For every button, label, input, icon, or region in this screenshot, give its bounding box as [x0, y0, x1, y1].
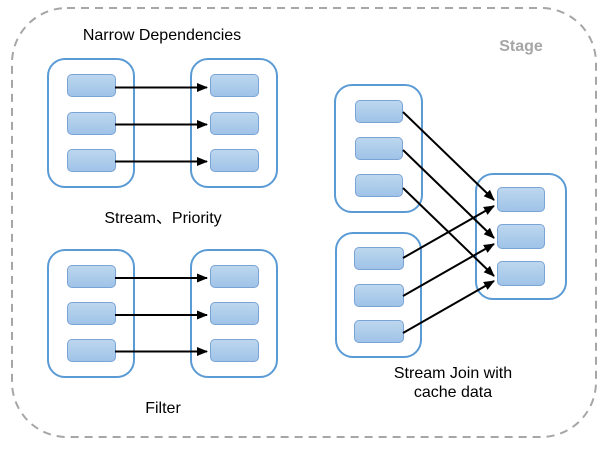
partition-box	[497, 261, 545, 286]
partition-box	[209, 74, 259, 98]
partition-box	[66, 111, 116, 135]
stream-priority-label: Stream、Priority	[104, 210, 222, 227]
partition-box	[353, 247, 404, 271]
stream-join-label-line2: cache data	[413, 384, 493, 401]
partition-box	[209, 302, 259, 325]
join-output-stage	[475, 173, 567, 300]
partition-box	[354, 100, 403, 123]
filter-source-stage	[47, 249, 135, 378]
partition-box	[354, 174, 403, 197]
join-input-stage-2	[335, 232, 422, 358]
partition-box	[209, 265, 259, 288]
partition-box	[66, 339, 116, 362]
partition-box	[66, 148, 116, 172]
partition-box	[497, 187, 545, 212]
stream-join-label-line1: Stream Join with	[393, 365, 513, 382]
narrow-dependencies-label: Narrow Dependencies	[82, 27, 242, 44]
partition-box	[209, 148, 259, 172]
narrow-deps-source-stage	[47, 58, 135, 188]
partition-box	[66, 265, 116, 288]
partition-box	[209, 339, 259, 362]
partition-box	[354, 137, 403, 160]
partition-box	[66, 74, 116, 98]
filter-target-stage	[190, 249, 278, 378]
stream-join-label: Stream Join with cache data	[394, 364, 512, 402]
filter-label: Filter	[145, 400, 181, 417]
stage-label: Stage	[499, 38, 543, 55]
partition-box	[209, 111, 259, 135]
partition-box	[353, 319, 404, 343]
partition-box	[353, 283, 404, 307]
partition-box	[66, 302, 116, 325]
partition-box	[497, 224, 545, 249]
join-input-stage-1	[334, 84, 423, 213]
narrow-deps-target-stage	[190, 58, 278, 188]
